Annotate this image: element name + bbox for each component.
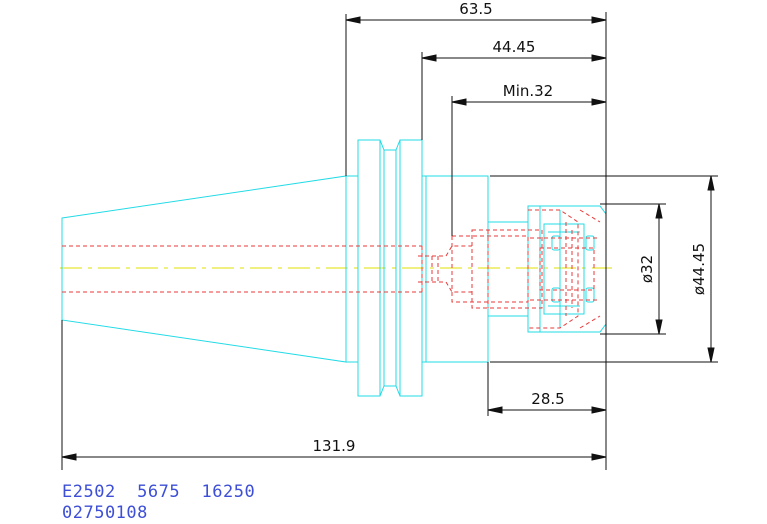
part-code-block: E2502 5675 16250 02750108 [62, 482, 255, 524]
dimension-lines [61, 16, 715, 461]
flange-rim-left [357, 139, 381, 397]
body-neck [421, 175, 489, 363]
flange-front [345, 175, 359, 363]
v-groove-bottom [379, 385, 401, 397]
dim-overall-length: 131.9 [313, 437, 356, 455]
dim-clamp-diameter: ø32 [638, 255, 656, 283]
taper-shank [61, 175, 347, 363]
dim-min-depth: Min.32 [503, 82, 553, 100]
part-code-line-2: 02750108 [62, 503, 148, 523]
dim-gauge-to-end: 63.5 [459, 0, 492, 18]
extension-lines [61, 12, 718, 470]
hidden-lines [62, 209, 601, 329]
dim-nut-diameter: ø44.45 [690, 243, 708, 295]
part-code-line-1: E2502 5675 16250 [62, 482, 256, 502]
v-groove-top [379, 139, 401, 151]
dim-nut-length: 28.5 [531, 390, 564, 408]
dim-flange-to-end: 44.45 [493, 38, 536, 56]
